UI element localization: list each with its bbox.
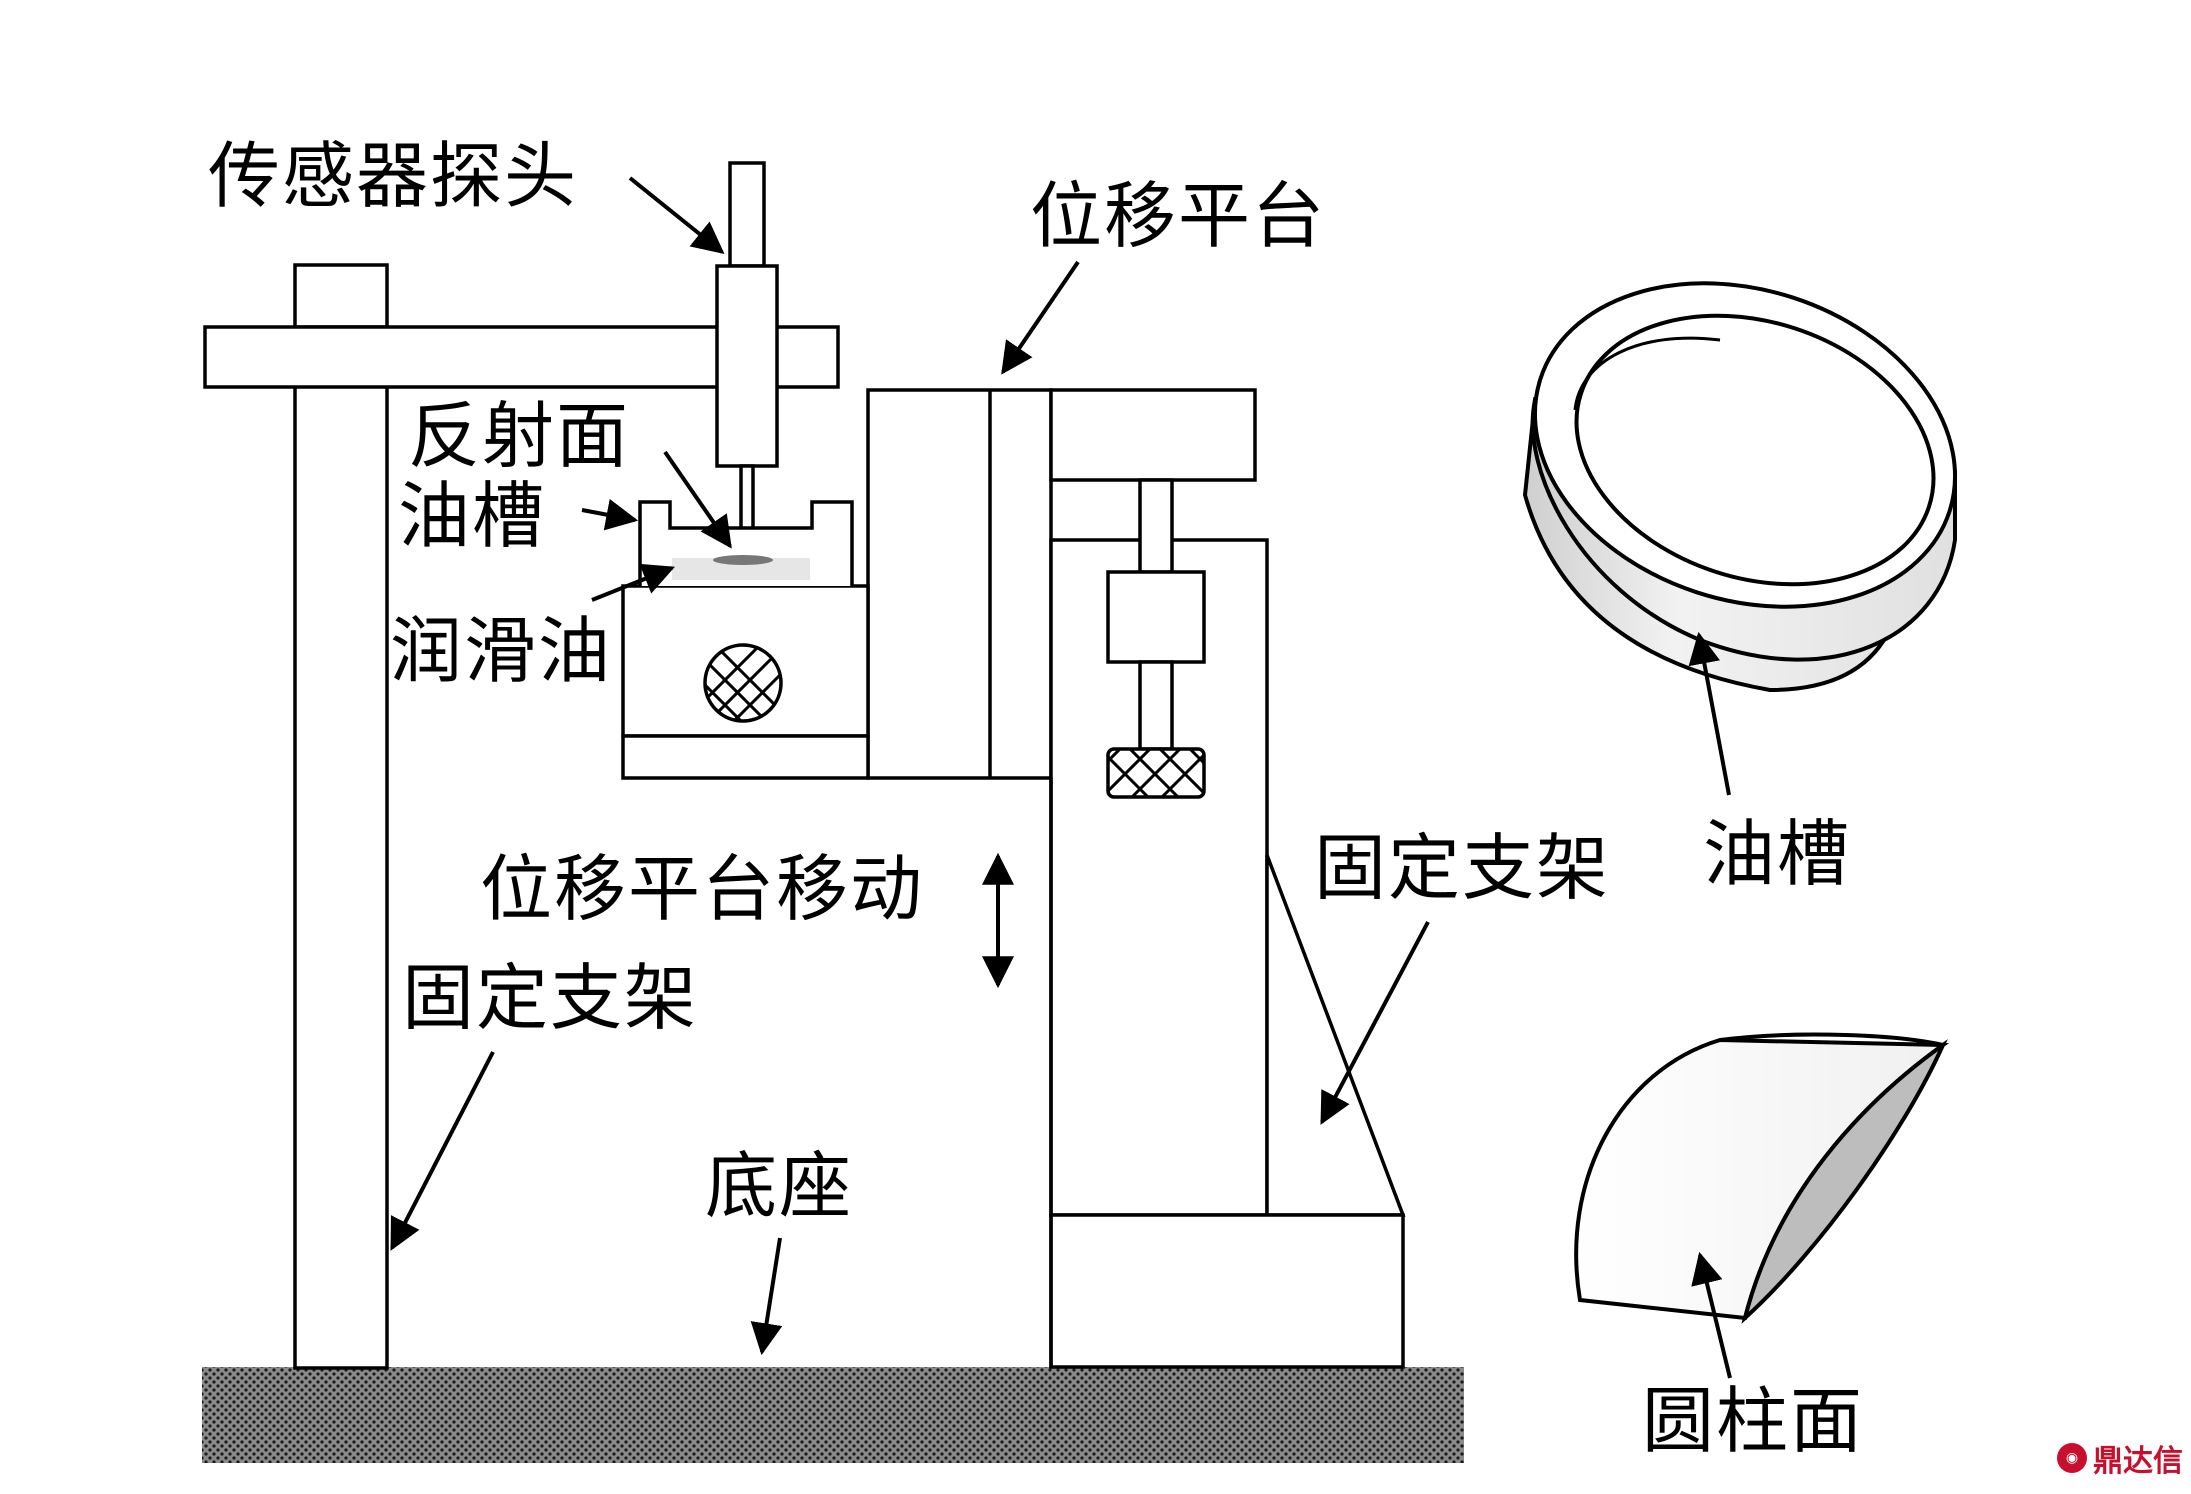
arrow-fixed-bracket-right: [1320, 921, 1430, 1125]
cylindrical-piece: [1574, 1032, 1950, 1324]
arrow-reflective-surface: [663, 450, 732, 549]
label-oil-groove-left: 油槽: [398, 474, 547, 558]
probe-body: [715, 264, 779, 468]
arrow-lubricating-oil: [591, 563, 675, 602]
adjust-knob: [703, 643, 783, 723]
screw-nut: [1106, 570, 1206, 664]
label-cylindrical-surface: 圆柱面: [1642, 1379, 1865, 1463]
label-reflective-surface: 反射面: [408, 394, 631, 478]
label-stage-movement: 位移平台移动: [480, 847, 925, 931]
lubricating-oil: [672, 558, 810, 580]
label-lubricating-oil: 润滑油: [390, 609, 613, 693]
label-oil-groove-right: 油槽: [1703, 812, 1852, 896]
label-fixed-bracket-left: 固定支架: [402, 956, 699, 1040]
left-column-cap: [293, 263, 389, 329]
screw-rod: [1138, 478, 1174, 574]
watermark: ◉ 鼎达信: [2057, 1436, 2183, 1480]
arrow-displacement-stage: [1001, 260, 1080, 375]
right-foot: [1049, 1213, 1405, 1369]
arrow-oil-groove-right: [1688, 631, 1731, 796]
arrow-oil-groove-left: [581, 498, 639, 531]
stage-column: [866, 388, 1053, 780]
label-fixed-bracket-right: 固定支架: [1314, 826, 1611, 910]
left-column: [293, 336, 389, 1370]
stage-top-plate: [1049, 388, 1257, 482]
watermark-text: 鼎达信: [2093, 1444, 2183, 1479]
label-displacement-stage: 位移平台: [1030, 174, 1327, 258]
arrow-cylindrical-surface: [1691, 1251, 1732, 1379]
groove-block-foot: [621, 734, 870, 780]
screw-rod-lower: [1138, 660, 1174, 751]
arrow-fixed-bracket-left: [390, 1051, 495, 1251]
arrow-base: [750, 1237, 783, 1356]
label-base: 底座: [705, 1144, 854, 1228]
base-plate: [202, 1367, 1464, 1463]
label-sensor-probe: 传感器探头: [208, 134, 579, 218]
probe-top-rod: [728, 161, 766, 268]
arrow-sensor-probe: [628, 176, 725, 255]
watermark-logo-icon: ◉: [2057, 1443, 2087, 1473]
oil-groove-ring: [1522, 281, 1958, 693]
